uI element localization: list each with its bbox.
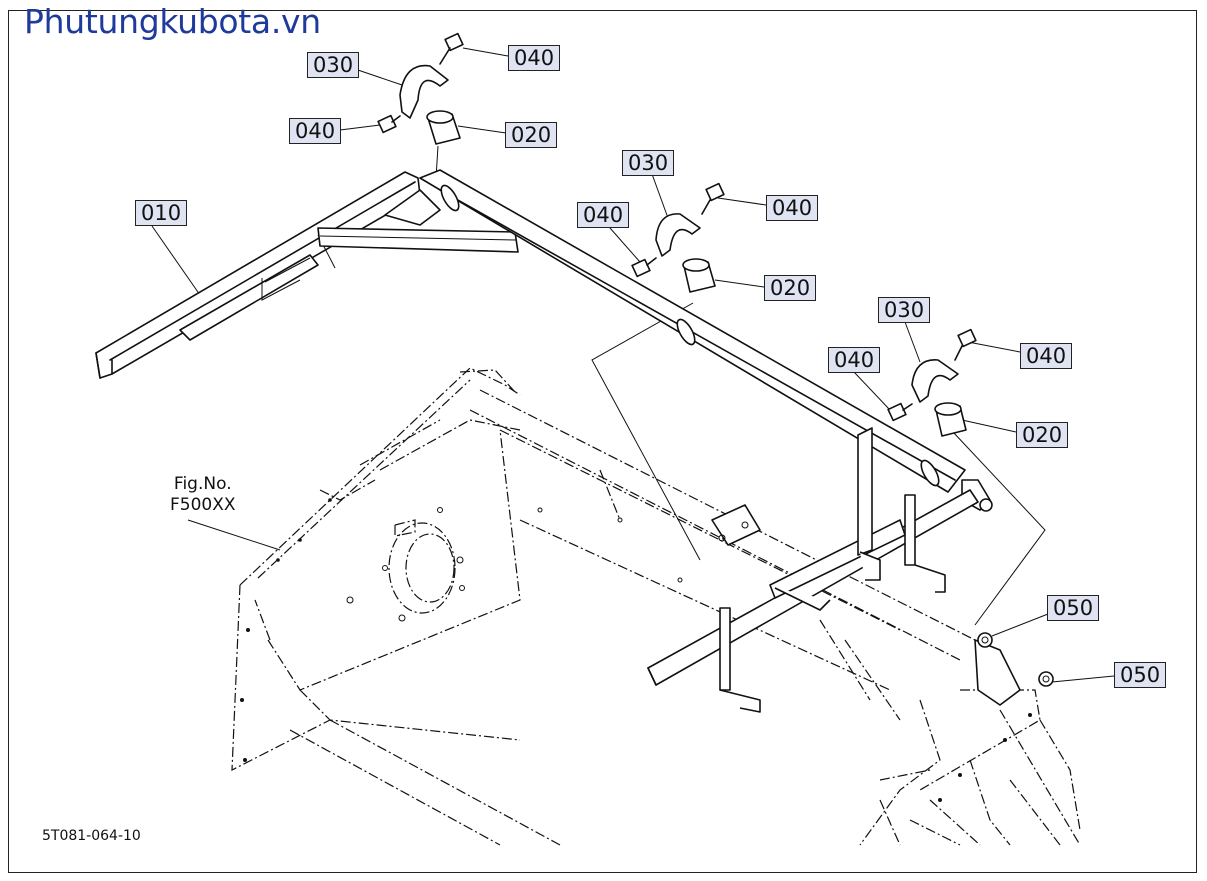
callout-050[interactable]: 050 [1047, 595, 1100, 621]
figure-number: F500XX [170, 495, 236, 515]
bolt-parts [377, 32, 1054, 687]
callout-030[interactable]: 030 [307, 52, 360, 78]
watermark-text: Phutungkubota.vn [24, 2, 321, 41]
callout-040[interactable]: 040 [828, 347, 881, 373]
drawing-code: 5T081-064-10 [42, 828, 141, 844]
callout-020[interactable]: 020 [764, 275, 817, 301]
callout-040[interactable]: 040 [289, 118, 342, 144]
callout-010[interactable]: 010 [135, 200, 188, 226]
callout-050[interactable]: 050 [1114, 662, 1167, 688]
figure-reference[interactable]: Fig.No. F500XX [170, 474, 236, 516]
diagram-border [8, 10, 1197, 873]
callout-040[interactable]: 040 [508, 45, 561, 71]
callout-040[interactable]: 040 [766, 195, 819, 221]
callout-040[interactable]: 040 [1020, 343, 1073, 369]
bushing-020-parts [426, 110, 967, 437]
callout-030[interactable]: 030 [622, 150, 675, 176]
leader-lines [151, 47, 1115, 683]
callout-020[interactable]: 020 [1016, 422, 1069, 448]
figure-label: Fig.No. [173, 474, 232, 494]
frame-010 [95, 169, 1021, 713]
callout-030[interactable]: 030 [878, 297, 931, 323]
clamp-030-parts [399, 64, 959, 403]
header-frame-phantom [231, 367, 1081, 846]
callout-040[interactable]: 040 [577, 202, 630, 228]
callout-020[interactable]: 020 [505, 122, 558, 148]
